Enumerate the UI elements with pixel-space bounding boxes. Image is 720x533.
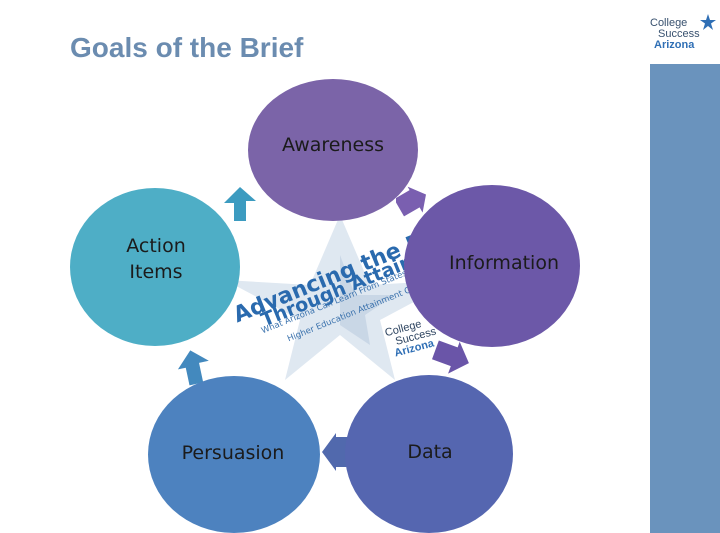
slide-title: Goals of the Brief [70, 32, 304, 63]
node-persuasion-label: Persuasion [181, 441, 285, 464]
star-icon [700, 14, 716, 30]
logo-line-college: College [650, 17, 688, 29]
node-data: Data [345, 375, 513, 533]
node-data-label: Data [407, 441, 453, 463]
arrow-persuasion-to-action [177, 350, 209, 386]
node-information-label: Information [449, 252, 559, 274]
arrow-information-to-data [432, 340, 469, 374]
node-action-items-label: Action Items [126, 235, 186, 283]
node-action-items: Action Items [70, 188, 240, 346]
college-success-logo: College Success Arizona [648, 14, 718, 54]
node-awareness: Awareness [248, 79, 418, 221]
brief-cover-image: Advancing the Economy Through Attainment… [220, 194, 515, 385]
node-persuasion: Persuasion [148, 376, 320, 533]
arrow-action-to-awareness [224, 187, 256, 221]
node-information: Information [404, 185, 580, 347]
cover-star-graphic [225, 215, 455, 380]
sidebar-accent-bar [650, 64, 720, 533]
logo-line-arizona: Arizona [654, 39, 695, 51]
arrow-data-to-persuasion [322, 433, 350, 471]
node-awareness-label: Awareness [281, 134, 385, 156]
logo-line-success: Success [658, 28, 700, 40]
arrow-awareness-to-information [396, 186, 426, 217]
